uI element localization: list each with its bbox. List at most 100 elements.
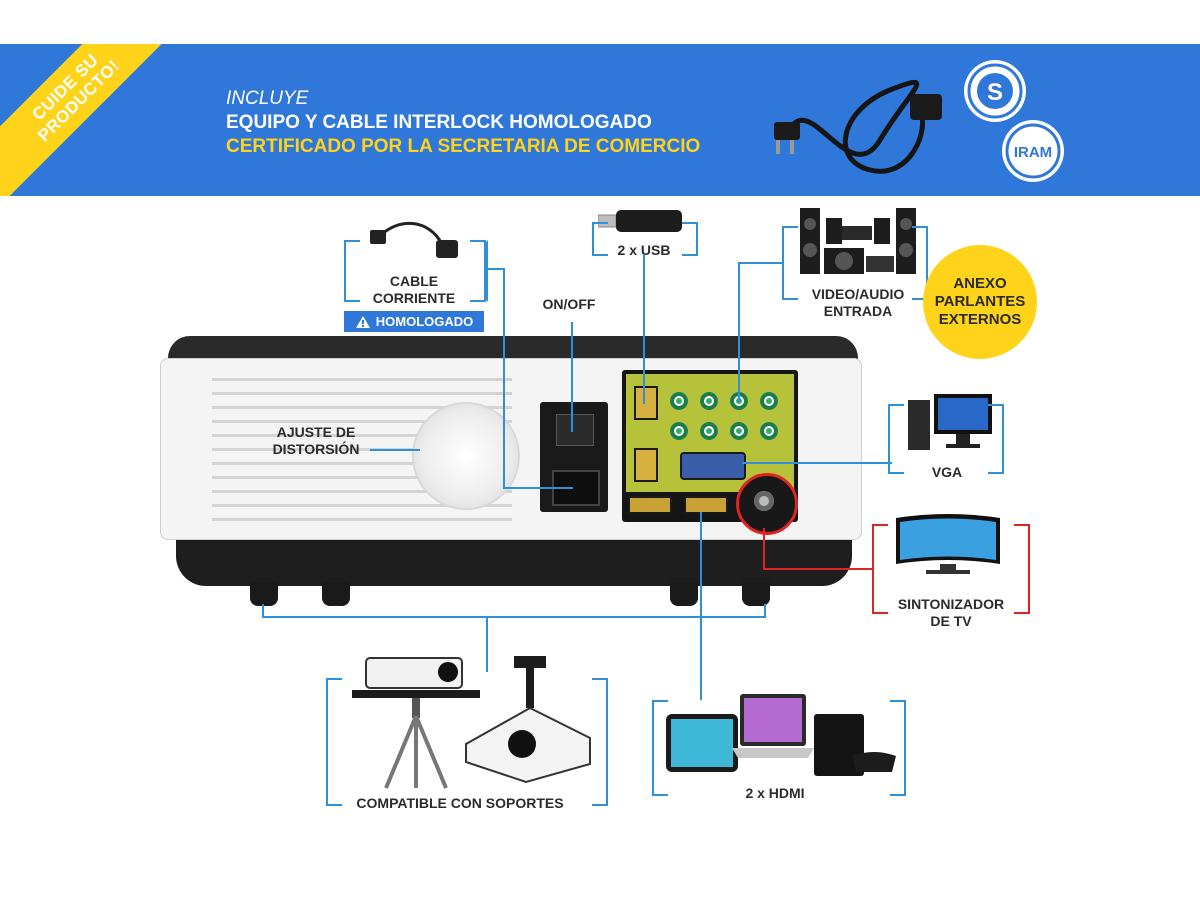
video-label: VIDEO/AUDIO ENTRADA [796,286,920,320]
connector-line [738,262,784,264]
audio-jack[interactable] [670,422,688,440]
vent-line [212,406,512,409]
onoff-label: ON/OFF [542,296,596,312]
seal-s-text: S [987,79,1003,106]
connector-line [643,254,645,404]
anexo-badge: ANEXO PARLANTES EXTERNOS [923,245,1037,359]
connector-line [503,487,573,489]
hdmi-port-2[interactable] [684,496,728,514]
iram-seal-icon: IRAM [1002,120,1064,182]
tuner-bracket-left [872,524,888,614]
vent-line [212,420,512,423]
projector-foot [670,582,698,606]
speakers-icon [800,208,916,274]
connector-line [738,262,740,402]
usb-bracket-right [682,222,698,256]
corner-ribbon: CUIDE SU PRODUCTO! [0,44,198,196]
tuner-label: SINTONIZADOR DE TV [884,596,1018,630]
ajuste-label-line2: DISTORSIÓN [272,441,360,457]
hdmi-bracket-left [652,700,668,796]
top-banner: CUIDE SU PRODUCTO! INCLUYE EQUIPO Y CABL… [0,44,1200,196]
audio-jack[interactable] [730,422,748,440]
laptop-icon [732,694,814,758]
tablet-icon [666,714,738,772]
hdmi-label: 2 x HDMI [745,785,805,801]
audio-jack[interactable] [670,392,688,410]
vga-bracket-right [988,404,1004,474]
cable-bracket-left [344,240,360,302]
vent-line [212,490,512,493]
cable-label-line2: CORRIENTE [372,290,456,306]
tuner-connector-line [763,528,765,570]
connector-line [503,268,505,488]
banner-line-certificado: CERTIFICADO POR LA SECRETARIA DE COMERCI… [226,136,701,157]
soportes-bracket-left [326,678,342,806]
vent-line [212,518,512,521]
audio-jack[interactable] [760,392,778,410]
soportes-label: COMPATIBLE CON SOPORTES [356,795,564,811]
usb-bracket-left [592,222,608,256]
vga-bracket-left [888,404,904,474]
vent-line [212,476,512,479]
connector-line [700,512,702,700]
hdmi-port-1[interactable] [628,496,672,514]
homologado-badge: HOMOLOGADO [344,311,484,332]
video-bracket-right [912,226,928,300]
hdmi-bracket-right [890,700,906,796]
tuner-connector-line [763,568,873,570]
audio-jack[interactable] [760,422,778,440]
tuner-bracket-right [1014,524,1030,614]
banner-line-incluye: INCLUYE [226,88,309,109]
connector-line [764,604,766,616]
cable-bracket-right [470,240,486,302]
tv-icon [896,514,1000,574]
tv-tuner-ring [736,473,798,535]
connector-line [486,616,488,672]
vent-line [212,448,512,451]
soportes-bracket-right [592,678,608,806]
usb-label: 2 x USB [617,242,671,258]
projector-foot [742,582,770,606]
tv-tuner-port[interactable] [754,491,774,511]
connector-line [742,462,892,464]
power-switch[interactable] [556,414,594,446]
ajuste-label-line1: AJUSTE DE [276,424,356,440]
vga-label: VGA [931,464,963,480]
anexo-line3: EXTERNOS [938,311,1022,328]
usb-port-1[interactable] [634,386,658,420]
connector-line [571,322,573,432]
tuner-label-line1: SINTONIZADOR [897,596,1005,612]
ajuste-label: AJUSTE DE DISTORSIÓN [258,424,374,458]
audio-jack[interactable] [700,392,718,410]
homologado-text: HOMOLOGADO [375,314,474,329]
anexo-line1: ANEXO [953,275,1007,292]
keystone-knob[interactable] [414,404,518,508]
vent-line [212,462,512,465]
usb-port-2[interactable] [634,448,658,482]
cable-label: CABLE CORRIENTE [356,273,472,307]
projector-foot [322,582,350,606]
audio-jack[interactable] [700,422,718,440]
banner-line-equipo: EQUIPO Y CABLE INTERLOCK HOMOLOGADO [226,112,652,133]
anexo-line2: PARLANTES [934,293,1026,310]
warning-icon [355,315,370,328]
connector-line [262,616,766,618]
power-cord-icon [370,222,458,258]
video-label-line2: ENTRADA [823,303,893,319]
connector-line [370,449,420,451]
usb-drive-icon [598,210,682,232]
video-label-line1: VIDEO/AUDIO [811,286,905,302]
hdmi-devices-icon [666,694,896,776]
tuner-label-line2: DE TV [930,613,972,629]
vga-port[interactable] [680,452,746,480]
power-cord-icon [774,79,942,174]
vent-line [212,392,512,395]
connector-line [484,268,504,270]
vent-line [212,378,512,381]
projector-foot [250,582,278,606]
seal-iram-text: IRAM [1014,144,1052,161]
vent-line [212,504,512,507]
connector-line [262,604,264,616]
secretaria-seal-icon: S [964,60,1026,122]
projector-icon [352,656,591,789]
